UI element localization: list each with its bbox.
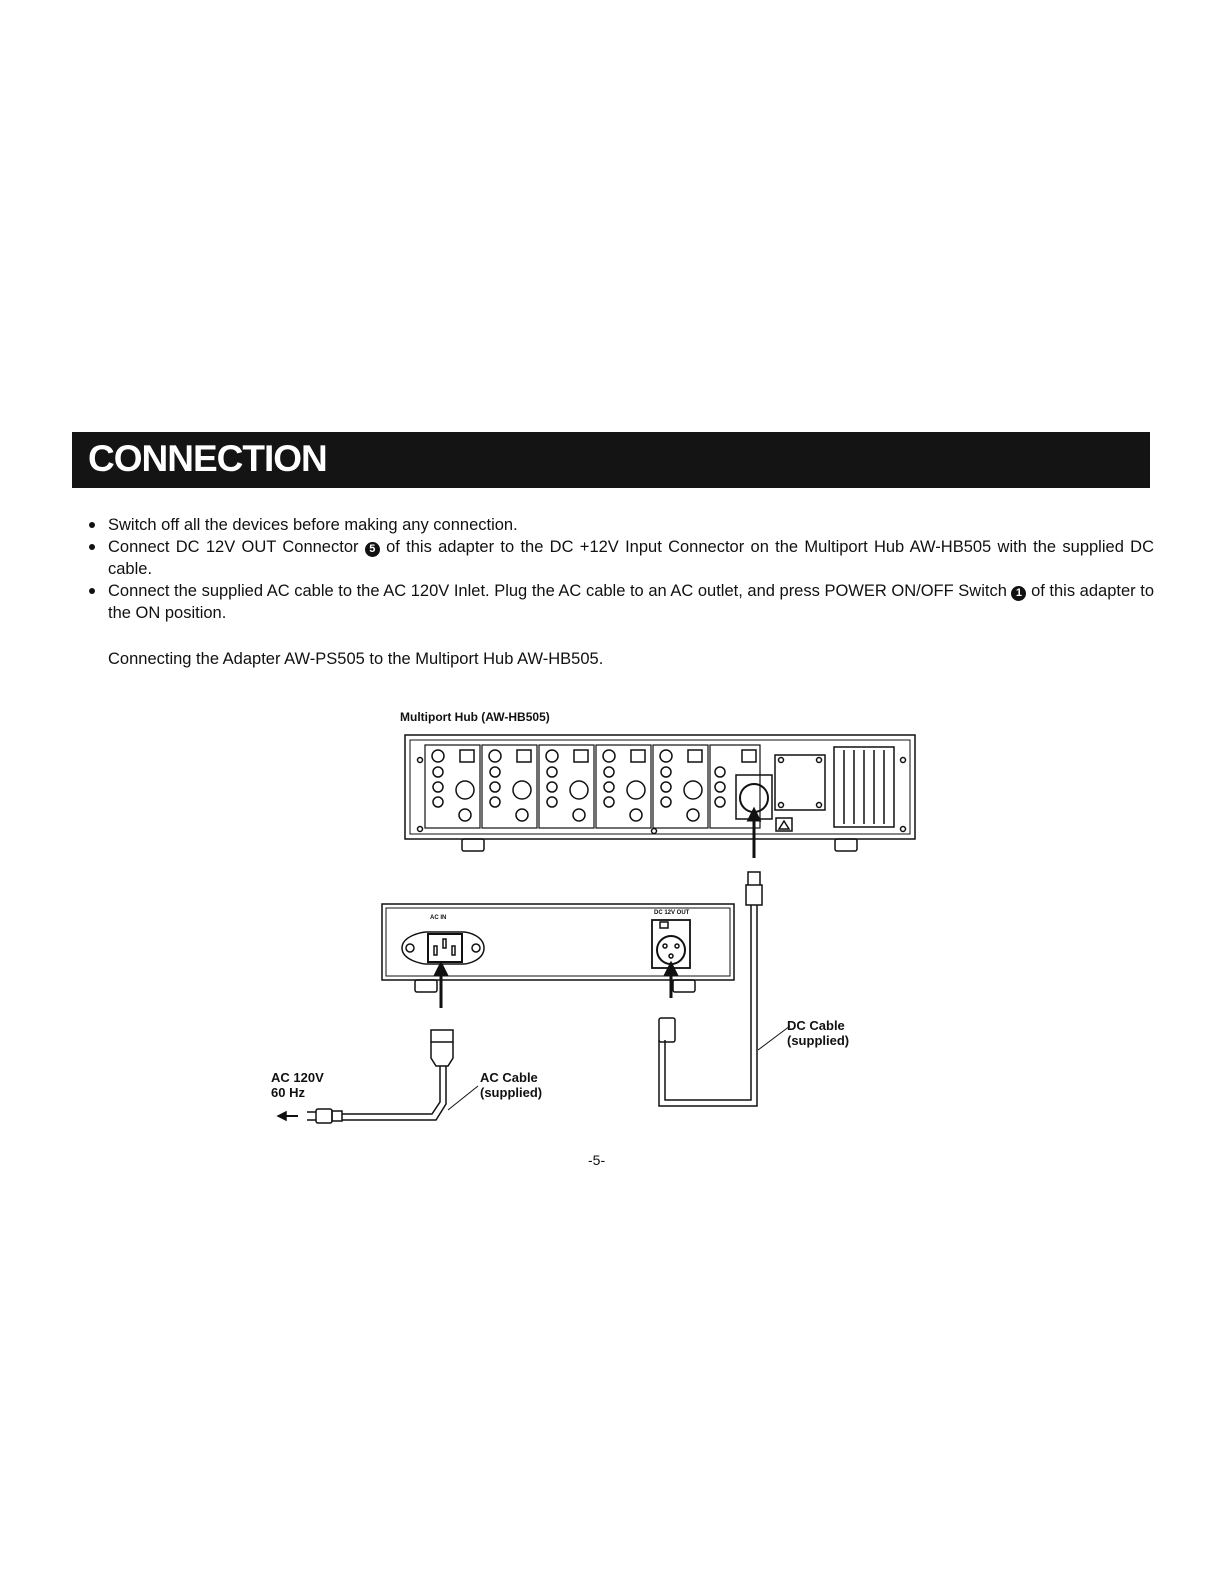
dc-cable-name: DC Cable	[787, 1018, 845, 1033]
connection-diagram-drawing	[276, 734, 916, 1124]
dc-cable-note: (supplied)	[787, 1033, 850, 1048]
instruction-item: Connect DC 12V OUT Connector 5 of this a…	[86, 536, 1154, 580]
section-title: CONNECTION	[88, 438, 328, 479]
connection-diagram: Multiport Hub (AW-HB505) AC IN DC 12V OU…	[250, 700, 950, 1130]
instruction-text: Connect the supplied AC cable to the AC …	[108, 582, 1012, 600]
switch-number-marker: 1	[1011, 586, 1027, 601]
instruction-list: Switch off all the devices before making…	[86, 514, 1154, 624]
ac-cable-name: AC Cable	[480, 1070, 538, 1085]
multiport-hub-illustration	[404, 734, 916, 852]
connection-arrows	[433, 806, 762, 1008]
hub-label: Multiport Hub (AW-HB505)	[400, 710, 550, 724]
page-number: -5-	[588, 1152, 606, 1168]
dc-out-label: DC 12V OUT	[654, 910, 690, 916]
ac-source-label: AC 120V 60 Hz	[271, 1070, 324, 1100]
power-adapter-illustration	[381, 903, 735, 993]
instruction-text: of this adapter to the ON position.	[108, 582, 1154, 622]
ac-cable-label: AC Cable (supplied)	[480, 1070, 542, 1100]
instruction-text: of this adapter to the DC +12V Input Con…	[108, 538, 1154, 578]
ac-source-voltage: AC 120V	[271, 1070, 324, 1085]
dc-cable-illustration	[658, 871, 791, 1107]
section-header-bar: CONNECTION	[72, 432, 1150, 488]
ac-in-label: AC IN	[430, 915, 447, 921]
connector-number-marker: 5	[364, 542, 380, 557]
instruction-text: Connect DC 12V OUT Connector	[108, 538, 365, 556]
instruction-item: Switch off all the devices before making…	[86, 514, 1154, 536]
dc-cable-label: DC Cable (supplied)	[787, 1018, 849, 1048]
instruction-text: Switch off all the devices before making…	[108, 516, 518, 534]
ac-cable-note: (supplied)	[480, 1085, 543, 1100]
ac-source-frequency: 60 Hz	[271, 1085, 305, 1100]
diagram-caption: Connecting the Adapter AW-PS505 to the M…	[108, 650, 604, 668]
instruction-item: Connect the supplied AC cable to the AC …	[86, 580, 1154, 624]
ac-cable-illustration	[276, 1029, 479, 1124]
